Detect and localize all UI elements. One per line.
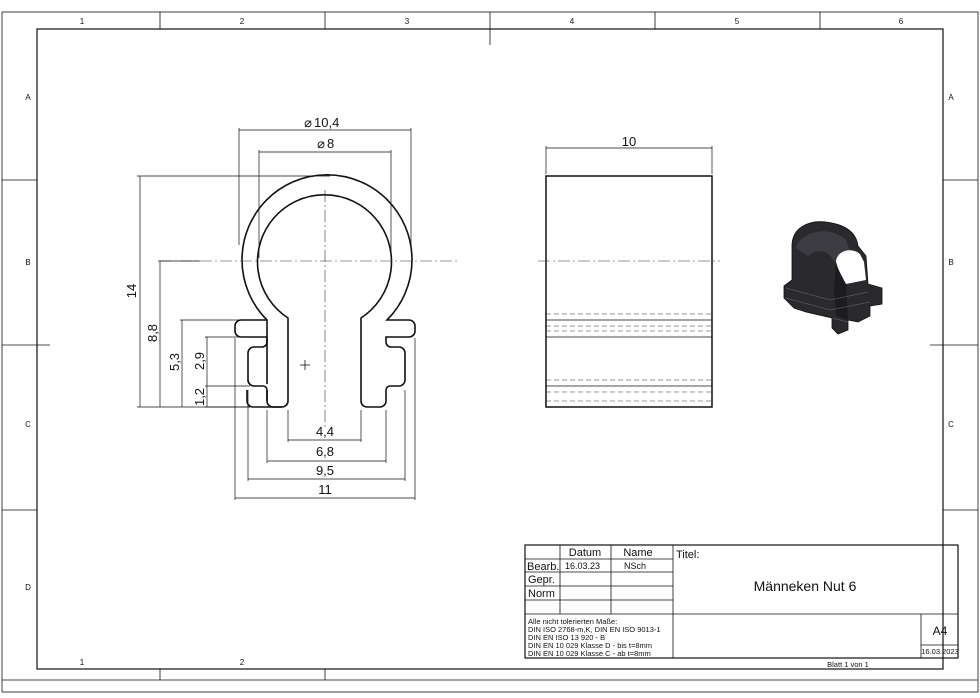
dim-height-2-9: 2,9 (192, 352, 207, 370)
zone-row-right-c: C (948, 420, 954, 429)
zone-row-d: D (25, 583, 31, 592)
bearb-date: 16.03.23 (565, 561, 600, 571)
dim-diameter-inner: 8 (327, 136, 334, 151)
isometric-view (783, 221, 883, 335)
side-view: 10 (538, 134, 720, 408)
zone-row-right-a: A (948, 93, 954, 102)
dim-side-width: 10 (622, 134, 636, 149)
zone-col-4: 4 (570, 17, 575, 26)
zone-col-1: 1 (80, 17, 85, 26)
zone-row-right-b: B (948, 258, 953, 267)
title-block: Datum Name Bearb. Gepr. Norm 16.03.23 NS… (524, 544, 959, 669)
zone-col-2: 2 (240, 17, 245, 26)
note-line-5: DIN EN 10 029 Klasse C - ab t=8mm (528, 649, 651, 658)
dim-width-6-8: 6,8 (316, 444, 334, 459)
side-view-outline (545, 175, 713, 408)
dim-width-11: 11 (318, 482, 332, 497)
zone-row-b: B (25, 258, 30, 267)
zone-col-bottom-1: 1 (80, 658, 85, 667)
header-name: Name (623, 547, 652, 559)
titel-label: Titel: (676, 549, 699, 561)
zone-col-bottom-2: 2 (240, 658, 245, 667)
note-line-1: Alle nicht tolerierten Maße: (528, 617, 617, 626)
note-line-4: DIN EN 10 029 Klasse D - bis t=8mm (528, 641, 652, 650)
zone-row-c: C (25, 420, 31, 429)
dim-height-1-2: 1,2 (192, 388, 207, 406)
format-label: A4 (933, 624, 948, 638)
row-norm: Norm (528, 588, 555, 600)
zone-dividers (2, 12, 978, 681)
header-datum: Datum (569, 547, 601, 559)
dim-diameter-inner-symbol: ⌀ (317, 136, 325, 151)
profile-outline (241, 174, 416, 408)
zone-col-6: 6 (899, 17, 904, 26)
dim-height-5-3: 5,3 (167, 353, 182, 371)
dim-width-4-4: 4,4 (316, 424, 334, 439)
note-line-2: DIN ISO 2768-m,K, DIN EN ISO 9013-1 (528, 625, 661, 634)
dim-height-14: 14 (124, 284, 139, 298)
drawing-date: 16.03.2023 (921, 647, 959, 656)
dim-height-8-8: 8,8 (145, 324, 160, 342)
sheet-number: Blatt 1 von 1 (827, 660, 869, 669)
dim-diameter-outer-symbol: ⌀ (304, 115, 312, 130)
dim-width-9-5: 9,5 (316, 463, 334, 478)
bearb-name: NSch (624, 561, 646, 571)
inner-frame (36, 28, 944, 670)
front-view: ⌀ 10,4 ⌀ 8 14 8,8 5,3 2,9 1,2 (124, 115, 458, 500)
drawing-title: Männeken Nut 6 (754, 578, 857, 594)
dim-diameter-outer: 10,4 (314, 115, 339, 130)
row-bearb: Bearb. (527, 561, 559, 573)
zone-row-a: A (25, 93, 31, 102)
zone-col-3: 3 (405, 17, 410, 26)
row-gepr: Gepr. (528, 574, 555, 586)
zone-col-5: 5 (735, 17, 740, 26)
note-line-3: DIN EN ISO 13 920 - B (528, 633, 605, 642)
